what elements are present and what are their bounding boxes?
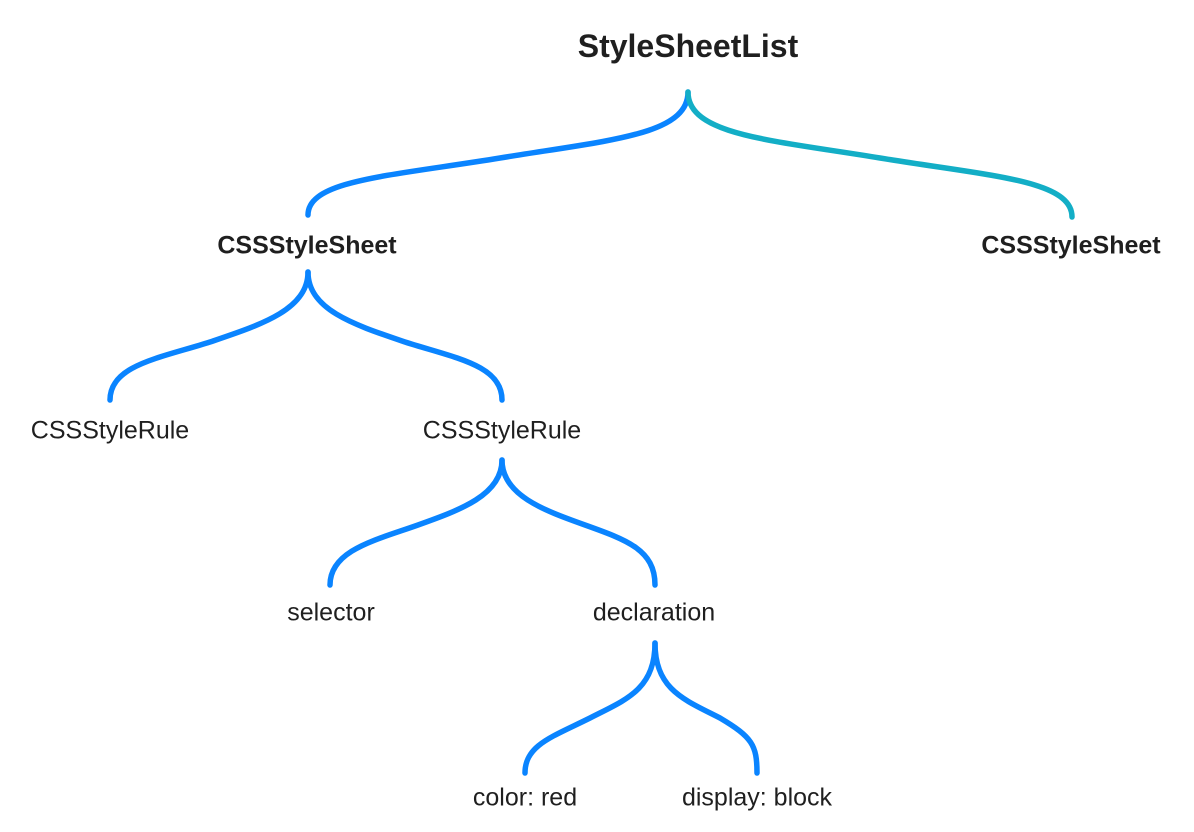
edge-declaration-to-color <box>522 640 658 776</box>
node-cssstylerule-right: CSSStyleRule <box>422 416 582 445</box>
node-color-red: color: red <box>472 783 578 812</box>
node-cssstylesheet-left: CSSStyleSheet <box>217 231 397 260</box>
edge-sheet-to-rule-right <box>305 269 505 403</box>
node-declaration: declaration <box>592 598 716 627</box>
node-cssstylerule-left: CSSStyleRule <box>30 416 190 445</box>
edge-rule-to-selector <box>327 457 505 588</box>
edge-sheet-to-rule-left <box>107 269 311 403</box>
node-stylesheetlist: StyleSheetList <box>577 28 799 64</box>
edge-rule-to-declaration <box>499 457 658 588</box>
edge-declaration-to-display <box>652 640 760 776</box>
node-display-block: display: block <box>681 783 833 812</box>
edge-root-to-sheet-right <box>685 89 1075 220</box>
edge-root-to-sheet-left <box>305 89 691 218</box>
node-selector: selector <box>287 598 375 627</box>
node-cssstylesheet-right: CSSStyleSheet <box>981 231 1161 260</box>
